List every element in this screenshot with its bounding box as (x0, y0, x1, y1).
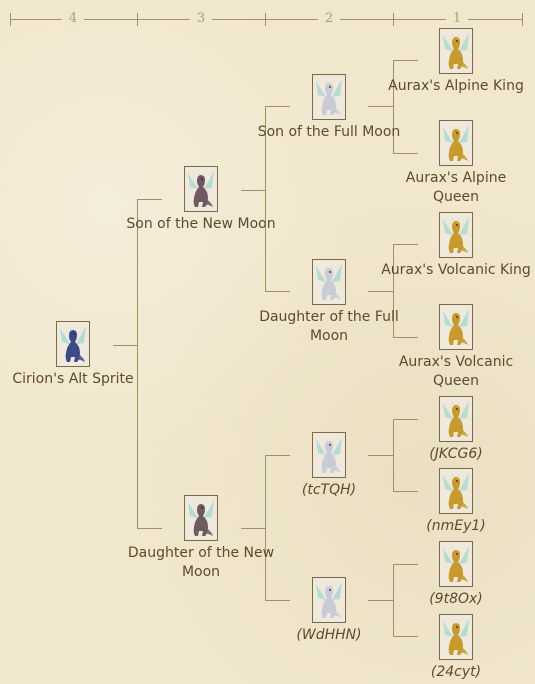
dragon-node-sire-dam[interactable]: Daughter of the Full Moon (254, 259, 404, 346)
dragon-icon (443, 33, 469, 69)
dragon-node-sire[interactable]: Son of the New Moon (126, 166, 276, 234)
dragon-sprite-icon[interactable] (312, 74, 346, 120)
dragon-icon (443, 401, 469, 437)
dragon-icon (443, 217, 469, 253)
dragon-icon (443, 619, 469, 655)
dragon-sprite-icon[interactable] (439, 120, 473, 166)
dragon-icon (188, 500, 214, 536)
dragon-node-dam[interactable]: Daughter of the New Moon (126, 495, 276, 582)
dragon-sprite-icon[interactable] (439, 614, 473, 660)
generation-label-1: 1 (447, 11, 467, 26)
dragon-name[interactable]: Son of the Full Moon (257, 124, 401, 140)
dragon-name[interactable]: Son of the New Moon (126, 216, 276, 232)
dragon-name[interactable]: Aurax's Volcanic King (381, 262, 531, 278)
dragon-node-dsd[interactable]: (nmEy1) (381, 468, 531, 536)
dragon-sprite-icon[interactable] (439, 212, 473, 258)
dragon-sprite-icon[interactable] (312, 577, 346, 623)
dragon-sprite-icon[interactable] (56, 321, 90, 367)
dragon-node-sdd[interactable]: Aurax's Volcanic Queen (381, 304, 531, 391)
dragon-icon (316, 437, 342, 473)
dragon-sprite-icon[interactable] (439, 28, 473, 74)
dragon-icon (60, 326, 86, 362)
dragon-sprite-icon[interactable] (184, 495, 218, 541)
dragon-sprite-icon[interactable] (184, 166, 218, 212)
dragon-icon (188, 171, 214, 207)
dragon-node-root[interactable]: Cirion's Alt Sprite (0, 321, 148, 389)
dragon-name[interactable]: (JKCG6) (429, 446, 483, 462)
dragon-name[interactable]: Aurax's Alpine King (388, 78, 524, 94)
dragon-node-dss[interactable]: (JKCG6) (381, 396, 531, 464)
generation-label-2: 2 (319, 11, 339, 26)
dragon-name[interactable]: Aurax's Alpine Queen (405, 170, 507, 205)
dragon-node-ddd[interactable]: (24cyt) (381, 614, 531, 682)
dragon-icon (443, 309, 469, 345)
dragon-name[interactable]: Daughter of the Full Moon (259, 309, 399, 344)
dragon-name[interactable]: Aurax's Volcanic Queen (398, 354, 514, 389)
dragon-sprite-icon[interactable] (312, 259, 346, 305)
dragon-node-dds[interactable]: (9t8Ox) (381, 541, 531, 609)
dragon-icon (316, 582, 342, 618)
dragon-node-dam-dam[interactable]: (WdHHN) (254, 577, 404, 645)
dragon-sprite-icon[interactable] (439, 304, 473, 350)
dragon-icon (443, 473, 469, 509)
dragon-sprite-icon[interactable] (439, 468, 473, 514)
dragon-node-sss[interactable]: Aurax's Alpine King (381, 28, 531, 96)
dragon-sprite-icon[interactable] (312, 432, 346, 478)
dragon-name[interactable]: (9t8Ox) (429, 591, 483, 607)
dragon-icon (443, 125, 469, 161)
dragon-name[interactable]: (tcTQH) (301, 482, 357, 498)
dragon-name[interactable]: (WdHHN) (296, 627, 362, 643)
dragon-node-dam-sire[interactable]: (tcTQH) (254, 432, 404, 500)
dragon-name[interactable]: Cirion's Alt Sprite (12, 371, 134, 387)
dragon-name[interactable]: (nmEy1) (426, 518, 486, 534)
dragon-node-sire-sire[interactable]: Son of the Full Moon (254, 74, 404, 142)
dragon-sprite-icon[interactable] (439, 396, 473, 442)
generation-label-4: 4 (63, 11, 83, 26)
dragon-name[interactable]: (24cyt) (430, 664, 482, 680)
dragon-icon (316, 79, 342, 115)
dragon-name[interactable]: Daughter of the New Moon (127, 545, 275, 580)
dragon-icon (316, 264, 342, 300)
dragon-node-sds[interactable]: Aurax's Volcanic King (381, 212, 531, 280)
dragon-icon (443, 546, 469, 582)
dragon-sprite-icon[interactable] (439, 541, 473, 587)
generation-label-3: 3 (191, 11, 211, 26)
dragon-node-ssd[interactable]: Aurax's Alpine Queen (381, 120, 531, 207)
